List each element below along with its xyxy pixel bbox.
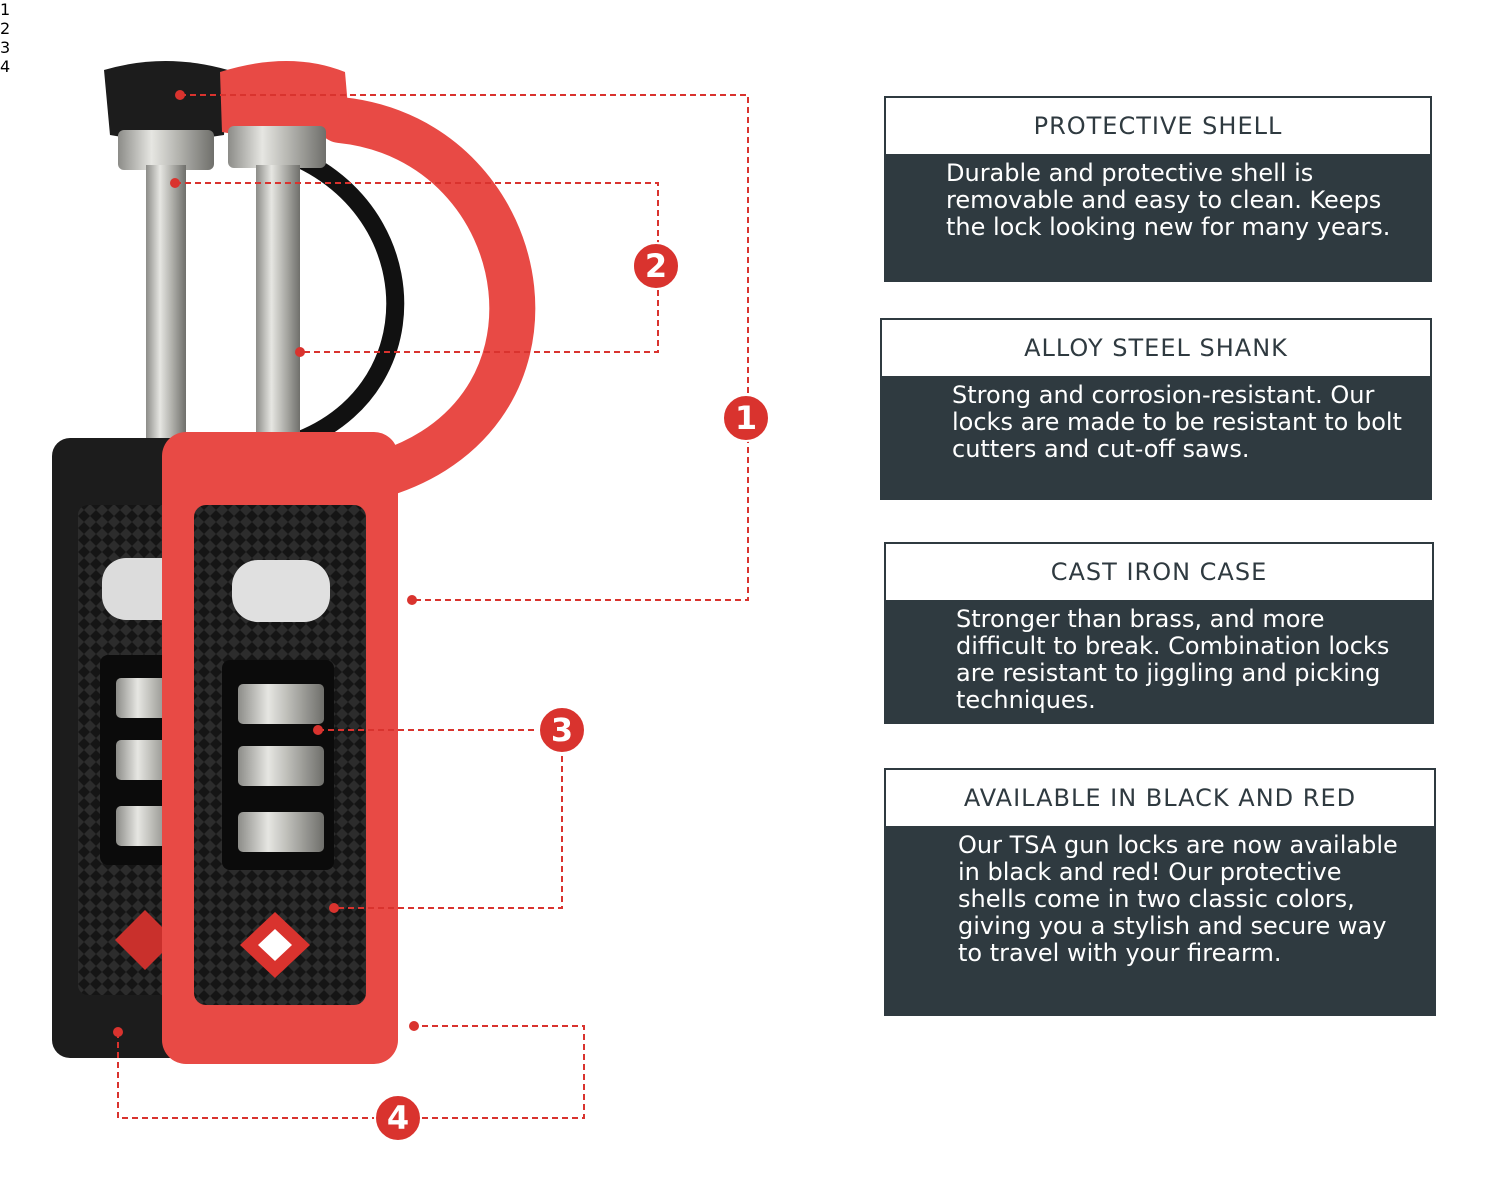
feature-title: AVAILABLE IN BLACK AND RED <box>884 768 1436 826</box>
red-lock <box>162 61 536 1064</box>
callout-dot <box>407 595 417 605</box>
callout-line-2 <box>175 182 659 353</box>
feature-panel <box>884 154 1432 282</box>
feature-panel <box>884 826 1436 1016</box>
feature-panel <box>880 376 1432 500</box>
feature-number-badge-3: 3 <box>0 38 11 57</box>
feature-title: CAST IRON CASE <box>884 542 1434 600</box>
product-illustration <box>52 61 749 1119</box>
callout-dot <box>313 725 323 735</box>
feature-description: Durable and protective shell is removabl… <box>946 159 1391 241</box>
callout-badge-4: 4 <box>374 1094 422 1142</box>
feature-description: Our TSA gun locks are now available in b… <box>958 831 1398 967</box>
feature-title: PROTECTIVE SHELL <box>884 96 1432 154</box>
feature-number-badge-4: 4 <box>0 57 11 76</box>
callout-line-3 <box>318 729 563 909</box>
feature-protective-shell: PROTECTIVE SHELL Durable and protective … <box>884 96 1432 282</box>
callout-dot <box>295 347 305 357</box>
callout-line-1 <box>180 94 749 601</box>
feature-number-badge-2: 2 <box>0 19 11 38</box>
feature-available-colors: AVAILABLE IN BLACK AND RED Our TSA gun l… <box>884 768 1436 1016</box>
feature-alloy-steel-shank: ALLOY STEEL SHANK Strong and corrosion-r… <box>880 318 1432 500</box>
feature-cast-iron-case: CAST IRON CASE Stronger than brass, and … <box>884 542 1434 724</box>
callout-lines <box>117 94 749 1119</box>
callout-badge-2: 2 <box>632 242 680 290</box>
callout-badge-1: 1 <box>722 394 770 442</box>
callout-badge-3: 3 <box>538 706 586 754</box>
callout-dot <box>113 1027 123 1037</box>
callout-dot <box>175 90 185 100</box>
feature-description: Stronger than brass, and more difficult … <box>956 605 1390 714</box>
feature-description: Strong and corrosion-resistant. Our lock… <box>952 381 1402 463</box>
callout-dot <box>329 903 339 913</box>
feature-panel <box>884 600 1434 724</box>
callout-dot <box>170 178 180 188</box>
feature-title: ALLOY STEEL SHANK <box>880 318 1432 376</box>
callout-line-4 <box>117 1025 585 1119</box>
callout-dots <box>113 90 419 1037</box>
feature-number-badge-1: 1 <box>0 0 11 19</box>
callout-dot <box>409 1021 419 1031</box>
